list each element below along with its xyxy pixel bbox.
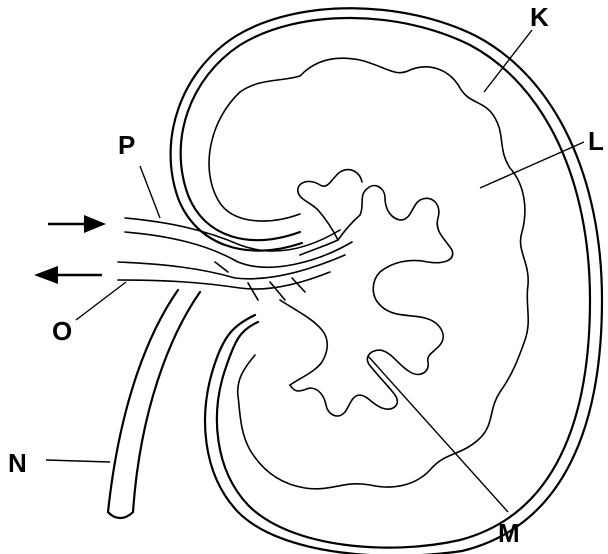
label-n: N <box>8 448 27 478</box>
renal-vessels <box>118 218 352 300</box>
renal-cortex-boundary <box>209 58 528 489</box>
leader-line-k <box>484 30 532 92</box>
leader-line-m <box>368 356 508 512</box>
leader-line-n <box>46 460 110 462</box>
label-o: O <box>52 316 72 346</box>
label-k: K <box>530 2 549 32</box>
outflow-arrow-icon <box>34 266 102 284</box>
leader-line-p <box>140 166 160 218</box>
inflow-arrow-icon <box>48 215 106 233</box>
ureter <box>108 290 200 518</box>
label-l: L <box>588 126 604 156</box>
renal-pelvis <box>280 170 453 416</box>
leader-line-o <box>76 282 126 320</box>
label-m: M <box>498 518 520 548</box>
renal-capsule <box>171 8 602 554</box>
label-p: P <box>118 130 135 160</box>
